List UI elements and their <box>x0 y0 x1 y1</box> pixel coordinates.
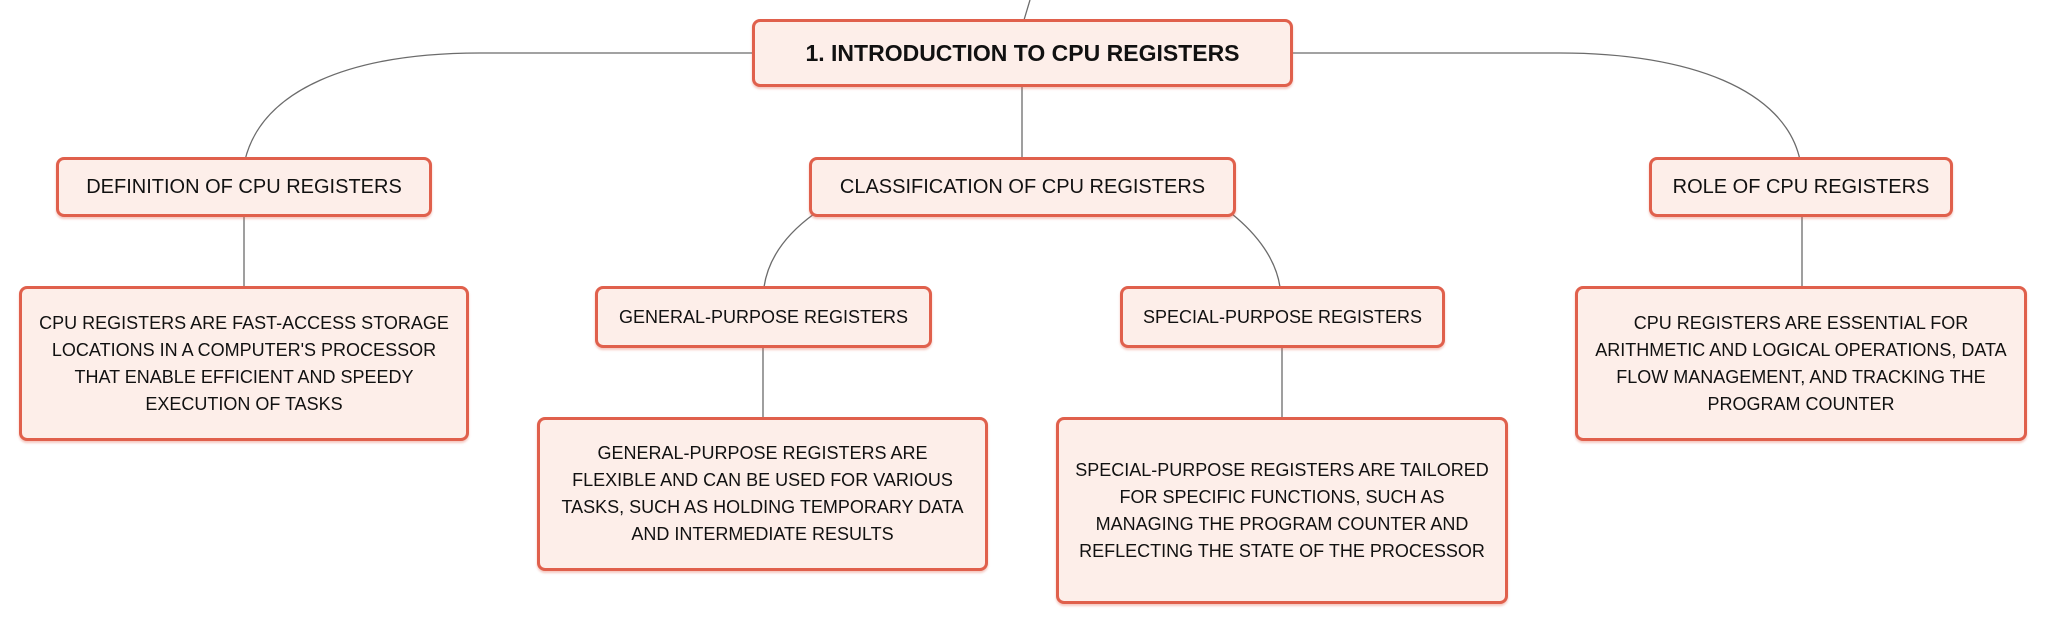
role-detail-node[interactable]: CPU REGISTERS ARE ESSENTIAL FOR ARITHMET… <box>1575 286 2027 441</box>
general-purpose-node[interactable]: GENERAL-PURPOSE REGISTERS <box>595 286 932 348</box>
role-detail-text: CPU REGISTERS ARE ESSENTIAL FOR ARITHMET… <box>1595 312 2007 414</box>
special-purpose-label: SPECIAL-PURPOSE REGISTERS <box>1142 306 1423 327</box>
root-topic-label: 1. INTRODUCTION TO CPU REGISTERS <box>805 39 1240 66</box>
classification-topic-label: CLASSIFICATION OF CPU REGISTERS <box>839 175 1206 198</box>
definition-topic-label: DEFINITION OF CPU REGISTERS <box>86 175 402 198</box>
definition-detail-text: CPU REGISTERS ARE FAST-ACCESS STORAGE LO… <box>39 312 449 414</box>
role-topic-node[interactable]: ROLE OF CPU REGISTERS <box>1649 157 1953 217</box>
definition-topic-node[interactable]: DEFINITION OF CPU REGISTERS <box>56 157 432 217</box>
classification-topic-node[interactable]: CLASSIFICATION OF CPU REGISTERS <box>809 157 1236 217</box>
general-purpose-detail-node[interactable]: GENERAL-PURPOSE REGISTERS ARE FLEXIBLE A… <box>537 417 988 571</box>
connector-classification-to-special <box>1231 213 1281 288</box>
special-purpose-node[interactable]: SPECIAL-PURPOSE REGISTERS <box>1120 286 1445 348</box>
root-topic-node[interactable]: 1. INTRODUCTION TO CPU REGISTERS <box>752 19 1293 87</box>
special-purpose-detail-node[interactable]: SPECIAL-PURPOSE REGISTERS ARE TAILORED F… <box>1056 417 1508 604</box>
connector-root-to-role <box>1293 52 1801 161</box>
special-purpose-detail-text: SPECIAL-PURPOSE REGISTERS ARE TAILORED F… <box>1075 459 1489 561</box>
general-purpose-label: GENERAL-PURPOSE REGISTERS <box>618 306 909 327</box>
role-topic-label: ROLE OF CPU REGISTERS <box>1672 175 1930 198</box>
connector-parent-to-root <box>1023 0 1031 21</box>
connector-root-to-definition <box>244 52 752 161</box>
general-purpose-detail-text: GENERAL-PURPOSE REGISTERS ARE FLEXIBLE A… <box>561 443 964 544</box>
definition-detail-node[interactable]: CPU REGISTERS ARE FAST-ACCESS STORAGE LO… <box>19 286 469 441</box>
connector-classification-to-general <box>763 213 815 288</box>
